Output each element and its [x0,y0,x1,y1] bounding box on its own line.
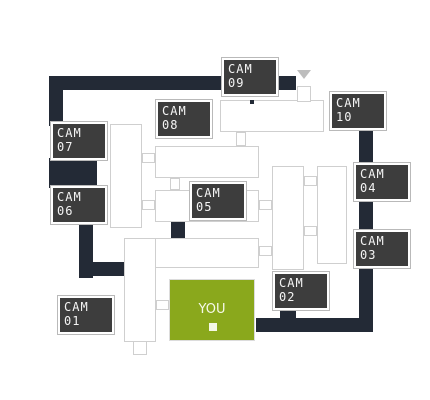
hallway-right-upper [359,126,373,164]
player-label: YOU [198,302,226,317]
cam-09-label: CAM 09 [228,62,253,90]
cam-02-label: CAM 02 [279,276,304,304]
cam-04-button[interactable]: CAM 04 [353,162,411,202]
cam-02-button[interactable]: CAM 02 [272,271,330,311]
door-connector [142,153,155,163]
hallway-left-middle [49,158,97,188]
hallway-top [49,76,227,90]
hallway-left-bottom [79,262,125,276]
hallway-top-right [278,76,296,90]
cam-08-button[interactable]: CAM 08 [155,99,213,139]
room-tower [297,86,311,102]
cam-07-button[interactable]: CAM 07 [50,121,108,161]
cam-05-label: CAM 05 [196,186,221,214]
player-office: YOU [169,279,255,341]
player-position-marker [209,323,217,331]
cam-09-button[interactable]: CAM 09 [221,57,279,97]
room-right-column-a [272,166,304,270]
cam-03-label: CAM 03 [360,234,385,262]
door-connector [156,300,169,310]
cam-01-button[interactable]: CAM 01 [57,295,115,335]
cam-01-label: CAM 01 [64,300,89,328]
door-connector [259,200,272,210]
door-connector [170,178,180,190]
room-upper-left [110,124,142,228]
room-right-column-b [317,166,347,264]
cam-06-label: CAM 06 [57,190,82,218]
cam-04-label: CAM 04 [360,167,385,195]
door-connector [259,246,272,256]
door-marker-icon [250,100,254,104]
cam-08-label: CAM 08 [162,104,187,132]
cam-07-label: CAM 07 [57,126,82,154]
hallway-right-lower [359,264,373,332]
down-arrow-icon [297,70,311,79]
door-connector [304,176,317,186]
hallway-left-upper [49,76,63,126]
cam-03-button[interactable]: CAM 03 [353,229,411,269]
room-center-bottom [155,238,259,268]
door-connector [236,132,246,146]
hallway-right-middle [359,196,373,232]
room-lower-left [124,238,156,342]
room-top [220,100,324,132]
hallway-center-link [171,222,185,238]
hallway-bottom [256,318,373,332]
room-bottom-stub [133,341,147,355]
door-connector [142,200,155,210]
cam-05-button[interactable]: CAM 05 [189,181,247,221]
door-connector [304,226,317,236]
cam-06-button[interactable]: CAM 06 [50,185,108,225]
cam-10-button[interactable]: CAM 10 [329,91,387,131]
room-center-top [155,146,259,178]
cam-10-label: CAM 10 [336,96,361,124]
